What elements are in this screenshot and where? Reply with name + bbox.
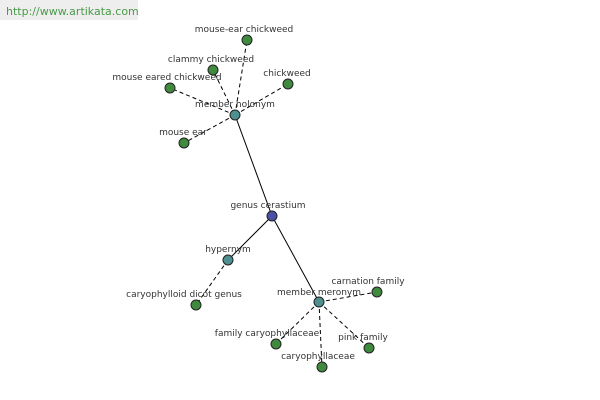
node-hypernym[interactable] [222, 254, 234, 266]
edge-center-member-meronym [271, 215, 320, 303]
edge-hypernym-caryophylloid-dicot-genus [195, 259, 229, 306]
label-genus-cerastium[interactable]: genus cerastium [230, 201, 305, 211]
node-clammy-chickweed[interactable] [207, 64, 219, 76]
edge-holonym-mouse-ear-chickweed [234, 39, 248, 116]
watermark-background [0, 0, 138, 20]
edge-meronym-pink-family [318, 301, 370, 349]
edge-holonym-chickweed [234, 83, 289, 116]
label-clammy-chickweed[interactable]: clammy chickweed [168, 55, 254, 65]
edge-holonym-mouse-eared-chickweed [169, 87, 236, 116]
label-pink-family[interactable]: pink family [338, 333, 388, 343]
node-mouse-ear[interactable] [178, 137, 190, 149]
label-chickweed[interactable]: chickweed [263, 69, 310, 79]
node-member-meronym[interactable] [313, 296, 325, 308]
edge-center-member-holonym [234, 114, 273, 217]
label-carnation-family[interactable]: carnation family [331, 277, 405, 287]
label-caryophyllaceae[interactable]: caryophyllaceae [281, 352, 355, 362]
label-mouse-eared-chickweed[interactable]: mouse eared chickweed [112, 73, 221, 83]
edge-holonym-mouse-ear [183, 114, 236, 144]
label-mouse-ear-chickweed[interactable]: mouse-ear chickweed [195, 25, 294, 35]
label-mouse-ear[interactable]: mouse ear [159, 128, 207, 138]
edge-center-hypernym [227, 215, 273, 261]
node-caryophyllaceae[interactable] [316, 361, 328, 373]
edge-meronym-family-caryophyllaceae [275, 301, 320, 345]
edge-holonym-clammy-chickweed [212, 69, 236, 116]
label-hypernym[interactable]: hypernym [205, 245, 251, 255]
node-pink-family[interactable] [363, 342, 375, 354]
node-mouse-ear-chickweed[interactable] [241, 34, 253, 46]
node-member-holonym[interactable] [229, 109, 241, 121]
node-caryophylloid-dicot-genus[interactable] [190, 299, 202, 311]
label-caryophylloid-dicot-genus[interactable]: caryophylloid dicot genus [126, 290, 242, 300]
label-family-caryophyllaceae[interactable]: family caryophyllaceae [215, 329, 320, 339]
edge-meronym-carnation-family [318, 291, 378, 303]
edge-meronym-caryophyllaceae [318, 301, 323, 368]
node-carnation-family[interactable] [371, 286, 383, 298]
node-family-caryophyllaceae[interactable] [270, 338, 282, 350]
label-member-meronym[interactable]: member meronym [277, 288, 361, 298]
node-genus-cerastium[interactable] [266, 210, 278, 222]
node-mouse-eared-chickweed[interactable] [164, 82, 176, 94]
label-member-holonym[interactable]: member holonym [195, 100, 275, 110]
watermark-url[interactable]: http://www.artikata.com [6, 5, 139, 18]
node-chickweed[interactable] [282, 78, 294, 90]
